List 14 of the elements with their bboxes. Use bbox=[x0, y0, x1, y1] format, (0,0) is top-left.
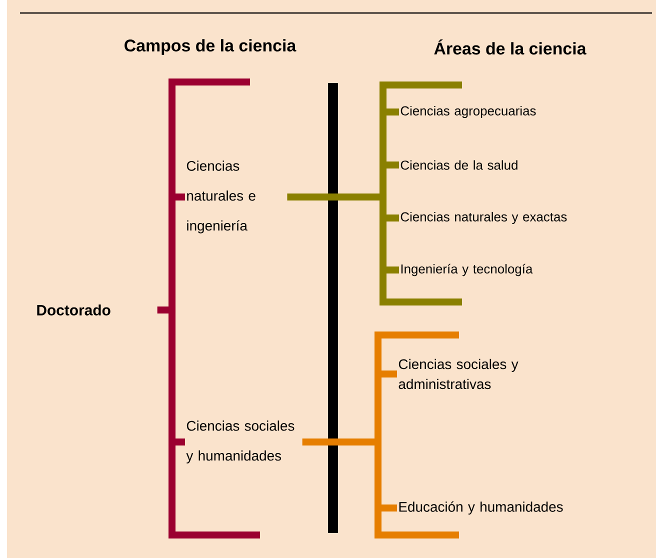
area-label: Ciencias de la salud bbox=[400, 160, 518, 170]
area-label: Ciencias sociales y administrativas bbox=[398, 358, 518, 390]
area-label: Ciencias agropecuarias bbox=[400, 106, 536, 118]
node-label: Doctorado bbox=[37, 304, 110, 316]
area-label: Ingeniería y tecnología bbox=[401, 264, 533, 276]
field-label: Ciencias sociales y humanidades bbox=[186, 420, 294, 464]
connector-line bbox=[287, 194, 399, 274]
area-label: Ciencias naturales y exactas bbox=[400, 212, 567, 224]
connector-line bbox=[302, 438, 397, 512]
field-label: Ciencias naturales e ingeniería bbox=[186, 160, 256, 234]
connector-line bbox=[157, 306, 185, 446]
column-heading: Áreas de la ciencia bbox=[434, 39, 586, 55]
area-label: Educación y humanidades bbox=[399, 501, 563, 515]
column-heading: Campos de la ciencia bbox=[124, 39, 296, 55]
